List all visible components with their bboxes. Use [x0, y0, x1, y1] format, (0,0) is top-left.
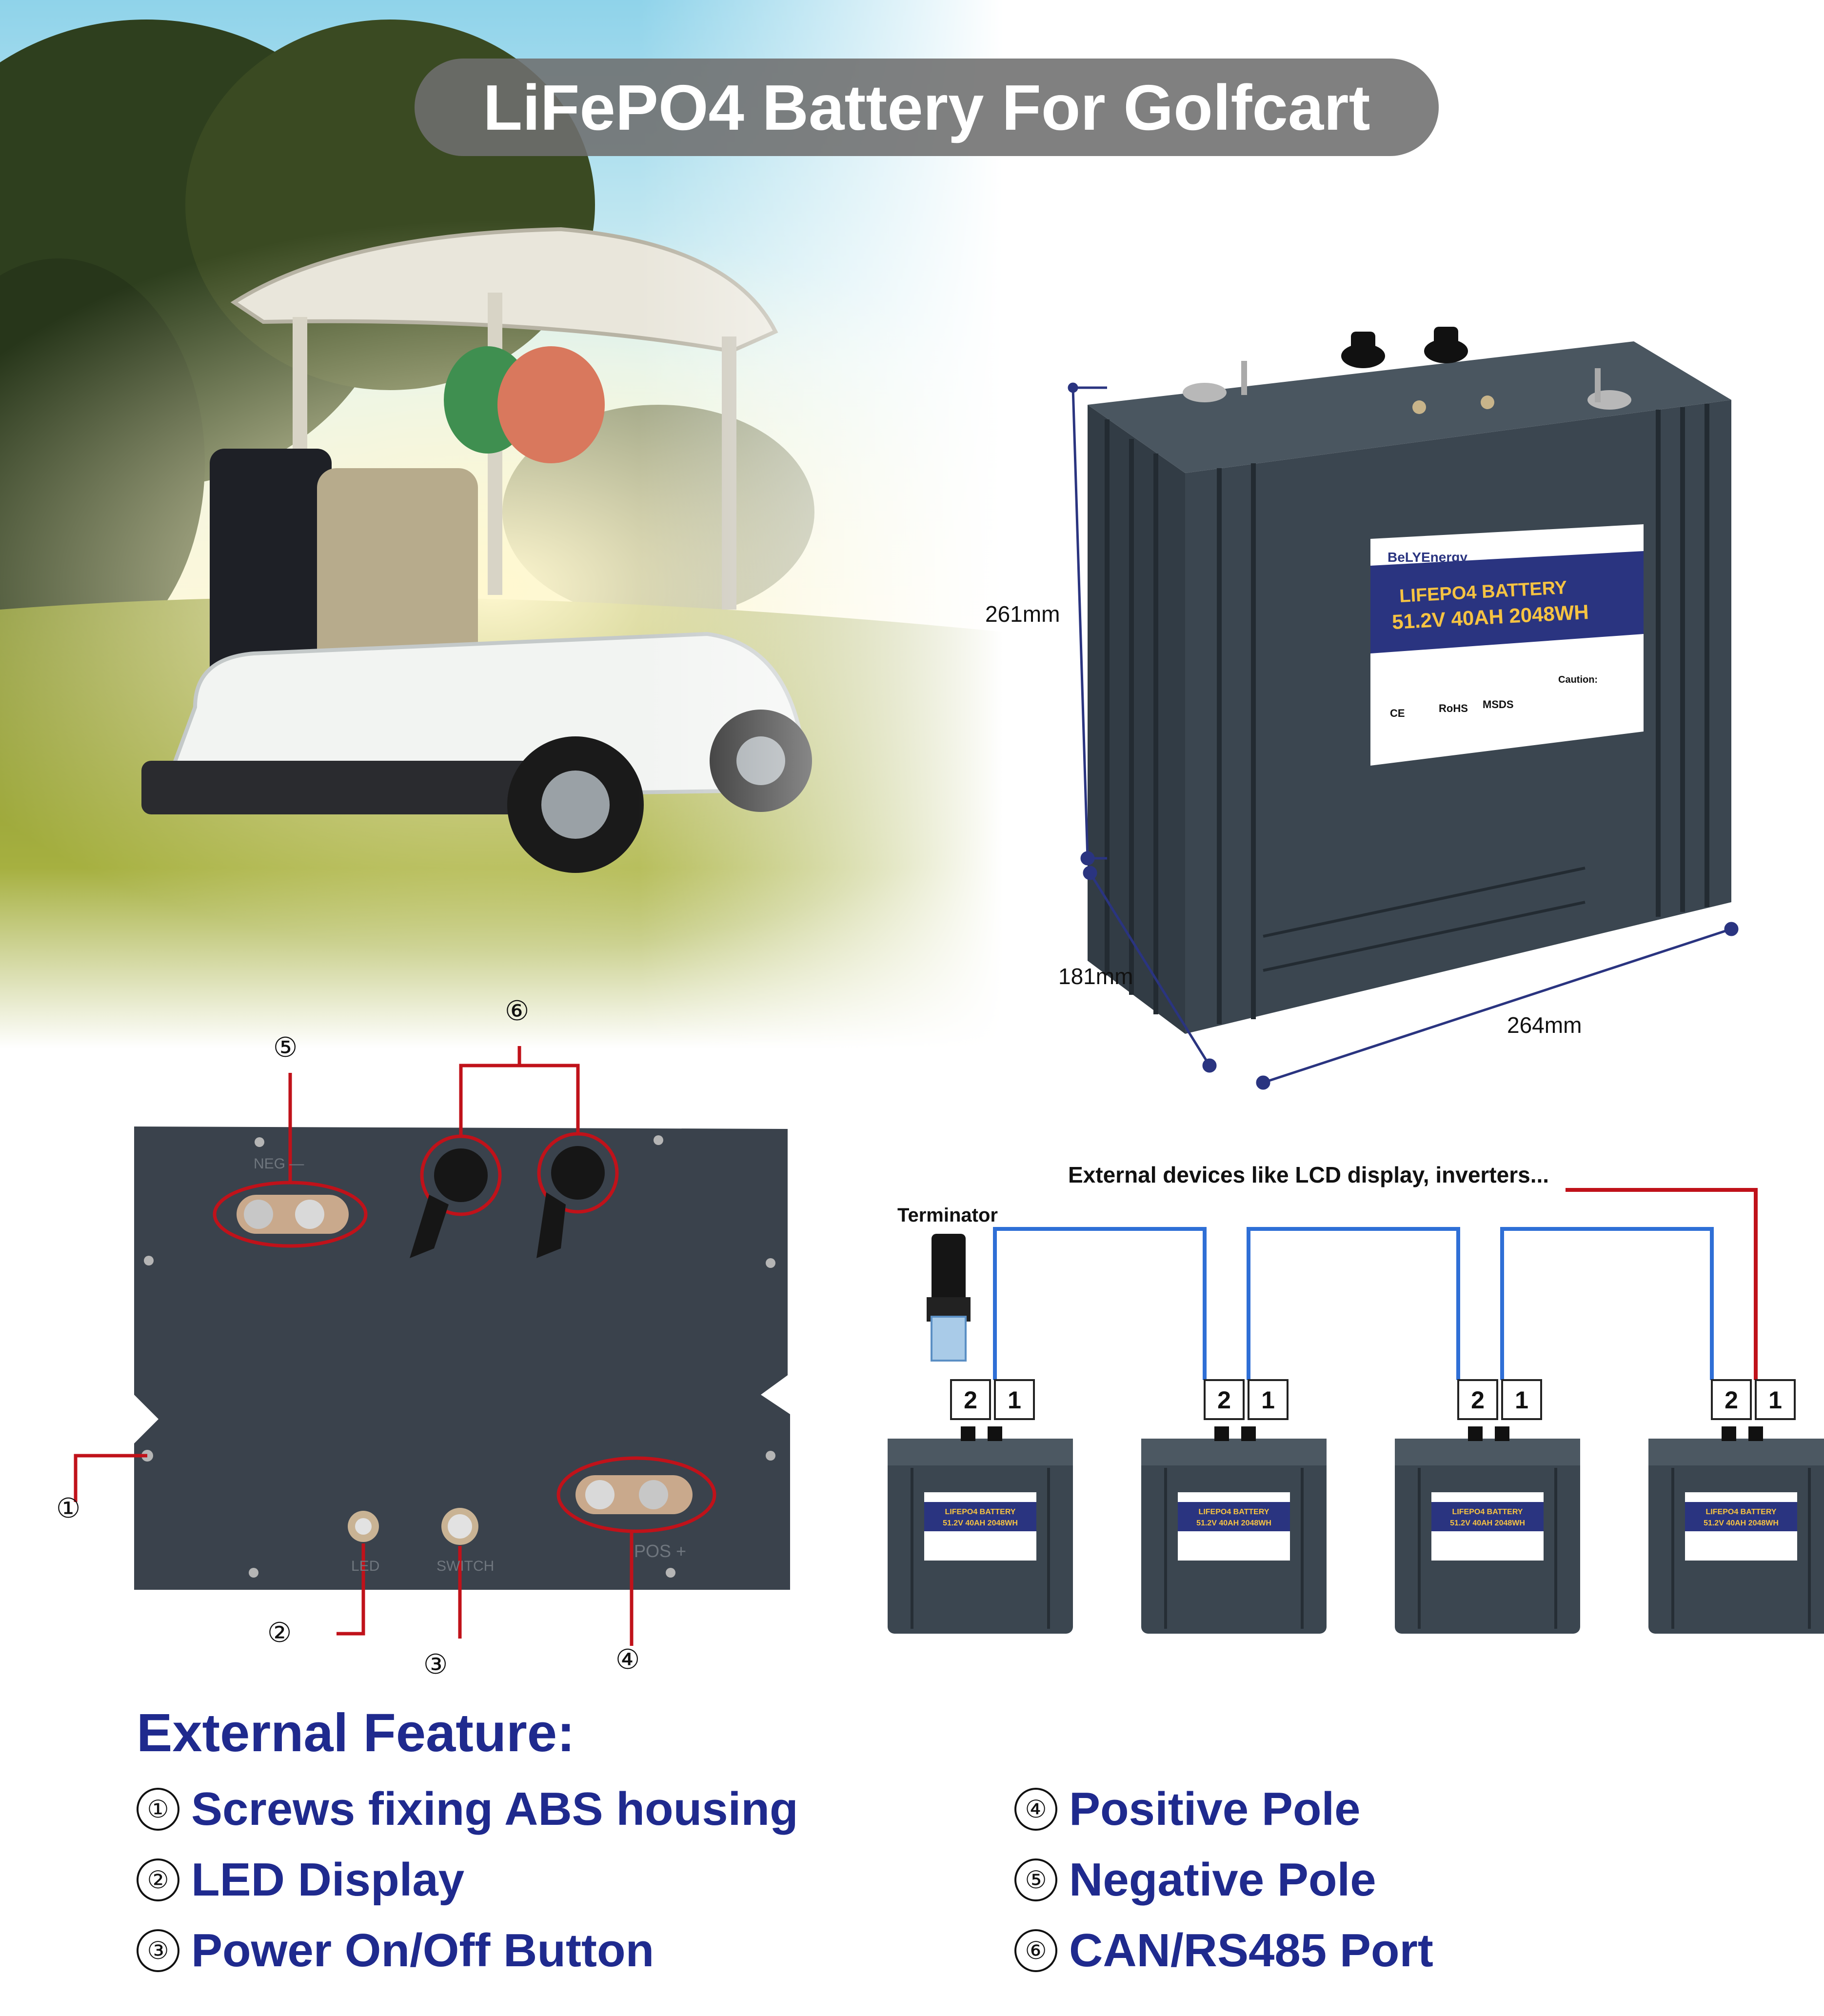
port-cap	[988, 1426, 1002, 1441]
port-number-2: 2	[1217, 1386, 1231, 1414]
rs485-port	[551, 1146, 605, 1200]
mini-label-line1: LIFEPO4 BATTERY	[1199, 1508, 1269, 1516]
callout-5: ⑤	[273, 1032, 298, 1063]
mini-label-line1: LIFEPO4 BATTERY	[1452, 1508, 1523, 1516]
rj45-port	[1204, 1379, 1245, 1420]
port-number-1: 1	[1768, 1386, 1782, 1414]
port-number-2: 2	[1725, 1386, 1738, 1414]
battery-top	[1648, 1439, 1824, 1465]
rj45-port	[1248, 1379, 1289, 1420]
feature-text-1: Screws fixing ABS housing	[191, 1783, 798, 1835]
battery-3d-view: BeLYEnergy LIFEPO4 BATTERY 51.2V 40AH 20…	[1068, 327, 1739, 1090]
mini-label-line2: 51.2V 40AH 2048WH	[1450, 1519, 1525, 1527]
feature-num-6: ⑥	[1014, 1929, 1057, 1972]
rj45-port	[994, 1379, 1035, 1420]
width-dimension: 264mm	[1507, 1012, 1582, 1038]
external-devices-label: External devices like LCD display, inver…	[1068, 1162, 1549, 1187]
port-number-1: 1	[1008, 1386, 1021, 1414]
port-cap	[1214, 1426, 1229, 1441]
feature-item-3: ③ Power On/Off Button	[137, 1924, 654, 1977]
feature-text-2: LED Display	[191, 1854, 465, 1906]
feature-item-5: ⑤ Negative Pole	[1014, 1853, 1376, 1907]
port-cap	[1722, 1426, 1736, 1441]
feature-text-3: Power On/Off Button	[191, 1924, 654, 1976]
label-caution: Caution:	[1558, 674, 1598, 685]
mini-label-line2: 51.2V 40AH 2048WH	[1196, 1519, 1271, 1527]
callout-1: ①	[56, 1493, 81, 1523]
port-cap	[1241, 1426, 1256, 1441]
positive-terminal-3d	[1587, 390, 1631, 410]
battery-mini-label-band	[1685, 1502, 1797, 1531]
mini-label-line1: LIFEPO4 BATTERY	[1706, 1508, 1777, 1516]
feature-num-4: ④	[1014, 1788, 1057, 1831]
neg-marking: NEG —	[254, 1156, 304, 1172]
mini-label-line2: 51.2V 40AH 2048WH	[1704, 1519, 1779, 1527]
port-number-1: 1	[1515, 1386, 1528, 1414]
rj45-port	[1501, 1379, 1542, 1420]
label-mark-ce: CE	[1390, 707, 1405, 719]
rj45-port	[950, 1379, 991, 1420]
label-brand: BeLYEnergy	[1388, 550, 1467, 565]
rj45-port	[1711, 1379, 1752, 1420]
led-marking: LED	[351, 1558, 380, 1574]
mini-label-line1: LIFEPO4 BATTERY	[945, 1508, 1016, 1516]
battery-left-face	[1088, 405, 1185, 1034]
feature-num-2: ②	[137, 1858, 179, 1901]
battery-top	[1395, 1439, 1580, 1465]
port-cap	[961, 1426, 975, 1441]
battery-label: BeLYEnergy LIFEPO4 BATTERY 51.2V 40AH 20…	[1370, 524, 1644, 766]
page-title: LiFePO4 Battery For Golfcart	[415, 59, 1439, 156]
feature-item-1: ① Screws fixing ABS housing	[137, 1782, 798, 1836]
features-heading: External Feature:	[137, 1703, 575, 1763]
battery-top-face	[1088, 341, 1731, 473]
negative-terminal-3d	[1183, 383, 1227, 402]
feature-text-4: Positive Pole	[1069, 1783, 1361, 1835]
feature-item-4: ④ Positive Pole	[1014, 1782, 1361, 1836]
battery-top	[1141, 1439, 1327, 1465]
battery-mini-label-band	[924, 1502, 1036, 1531]
switch-marking: SWITCH	[436, 1558, 495, 1574]
port-number-2: 2	[1471, 1386, 1485, 1414]
port-cap	[1748, 1426, 1763, 1441]
port-number-2: 2	[964, 1386, 977, 1414]
rj45-port	[1457, 1379, 1498, 1420]
battery-mini-label-band	[1431, 1502, 1544, 1531]
callout-4: ④	[615, 1644, 640, 1675]
mini-label-line2: 51.2V 40AH 2048WH	[943, 1519, 1018, 1527]
battery-top-view	[74, 1046, 790, 1646]
can-port	[434, 1148, 488, 1202]
rj45-port	[1755, 1379, 1796, 1420]
feature-num-1: ①	[137, 1788, 179, 1831]
label-mark-rohs: RoHS	[1439, 702, 1468, 714]
feature-text-6: CAN/RS485 Port	[1069, 1924, 1433, 1976]
port-cap	[1468, 1426, 1483, 1441]
callout-2: ②	[267, 1617, 292, 1648]
battery-mini-label-band	[1178, 1502, 1290, 1531]
feature-item-6: ⑥ CAN/RS485 Port	[1014, 1924, 1433, 1977]
feature-text-5: Negative Pole	[1069, 1854, 1376, 1906]
label-mark-msds: MSDS	[1483, 698, 1514, 711]
callout-6: ⑥	[505, 995, 530, 1026]
port-cap	[1495, 1426, 1509, 1441]
feature-num-5: ⑤	[1014, 1858, 1057, 1901]
feature-item-2: ② LED Display	[137, 1853, 464, 1907]
callout-3: ③	[423, 1649, 448, 1680]
battery-top	[888, 1439, 1073, 1465]
terminator-plug	[927, 1234, 971, 1362]
feature-num-3: ③	[137, 1929, 179, 1972]
pos-marking: POS +	[634, 1541, 687, 1561]
top-plate	[134, 1127, 790, 1590]
port-number-1: 1	[1261, 1386, 1275, 1414]
terminator-label: Terminator	[897, 1205, 998, 1226]
height-dimension: 261mm	[985, 601, 1060, 627]
depth-dimension: 181mm	[1058, 964, 1133, 989]
